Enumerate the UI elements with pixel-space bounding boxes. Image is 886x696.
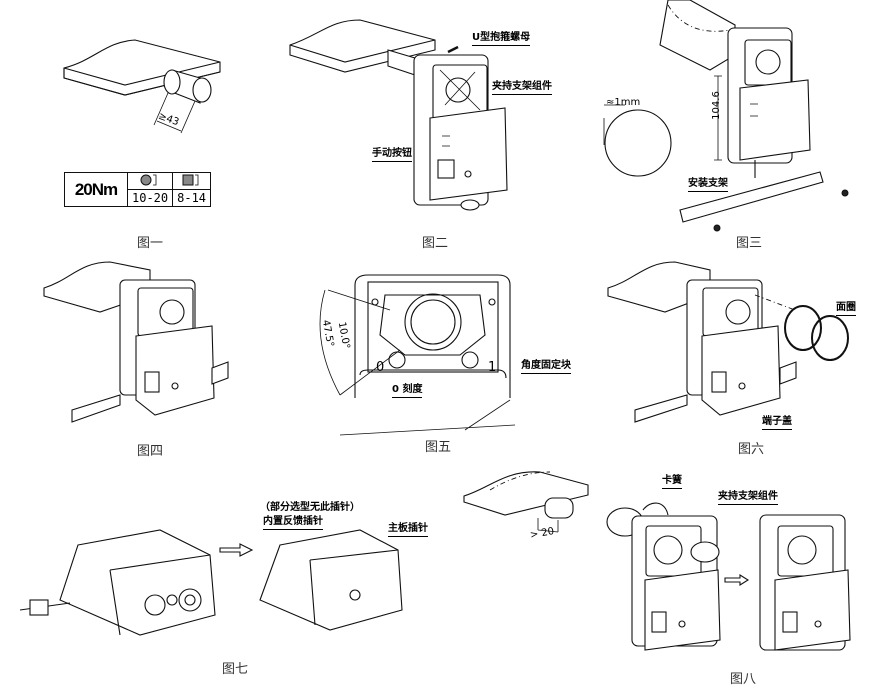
bracket-install-drawing — [603, 0, 849, 232]
angle-lock-block-label: 角度固定块 — [521, 360, 571, 374]
angle-scale-drawing — [319, 274, 516, 436]
figure-5: 47.5° 10.0° 0 1 0 刻度 角度固定块 图五 — [300, 250, 600, 460]
figure-8: > 20 卡簧 夹持支架组件 图八 — [450, 460, 886, 696]
manual-button-label: 手动按钮 — [372, 148, 412, 162]
round-shaft-icon — [126, 172, 174, 190]
scale-left-mark: 0 — [376, 360, 385, 375]
mounting-bracket-label: 安装支架 — [688, 178, 728, 192]
torque-value: 20Nm — [64, 172, 128, 207]
zero-scale-label: 0 刻度 — [392, 384, 423, 398]
scale-right-mark: 1 — [488, 360, 497, 375]
figure-caption: 图二 — [422, 236, 449, 251]
feedback-pins-label: 内置反馈插针 — [263, 516, 323, 530]
face-ring-drawing — [607, 261, 849, 423]
retaining-clip-label: 卡簧 — [662, 475, 682, 489]
round-shaft-range: 10-20 — [126, 189, 174, 207]
square-shaft-range: 8-14 — [172, 189, 212, 207]
figure-1: ≥43 20Nm 10-20 8-14 图一 — [0, 0, 290, 251]
figure-7: （部分选型无此插针） 内置反馈插针 主板插针 图七 — [0, 460, 450, 696]
square-shaft-icon — [172, 172, 212, 190]
figure-caption: 图三 — [736, 236, 763, 251]
figure-4: 图四 — [0, 250, 300, 460]
figure-3: ≈1mm 104.6 安装支架 图三 — [590, 0, 886, 251]
installed-actuator-drawing — [43, 261, 229, 423]
torque-table: 20Nm 10-20 8-14 — [64, 172, 212, 207]
terminal-cover-label: 端子盖 — [762, 416, 792, 430]
clamp-bracket-label: 夹持支架组件 — [492, 81, 552, 95]
damper-shaft-drawing — [63, 39, 221, 134]
clamp-bracket-label: 夹持支架组件 — [718, 491, 778, 505]
clamp-install-drawing — [463, 471, 851, 651]
figure-caption: 图五 — [425, 440, 452, 455]
face-ring-label: 面圈 — [836, 302, 856, 316]
mainboard-pins-label: 主板插针 — [388, 523, 428, 537]
actuator-mount-drawing — [289, 19, 508, 211]
figure-caption: 图一 — [137, 236, 164, 251]
figure-6: 面圈 端子盖 图六 — [590, 250, 886, 460]
u-bolt-nut-label: U型抱箍螺母 — [472, 32, 531, 46]
optional-pin-note: （部分选型无此插针） — [260, 502, 360, 513]
figure-caption: 图四 — [137, 444, 164, 459]
figure-caption: 图七 — [222, 662, 249, 677]
gap-dimension: ≈1mm — [606, 97, 641, 108]
height-dimension: 104.6 — [710, 91, 722, 120]
terminal-cover-removal-drawing — [19, 529, 403, 636]
figure-caption: 图八 — [730, 672, 757, 687]
figure-2: U型抱箍螺母 夹持支架组件 手动按钮 图二 — [280, 0, 590, 251]
figure-caption: 图六 — [738, 442, 765, 457]
